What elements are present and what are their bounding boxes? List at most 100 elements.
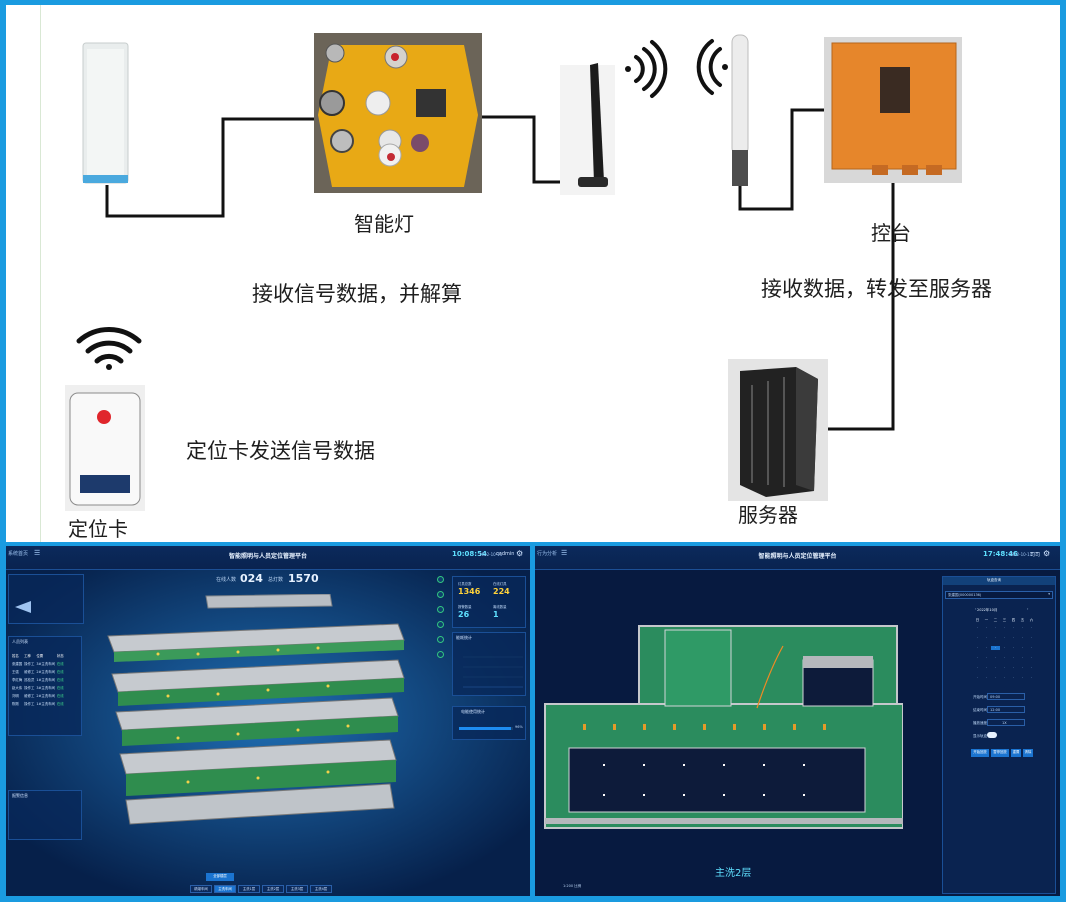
gear-icon[interactable]: ⚙ (1043, 549, 1051, 558)
right-page-title: 智能照明与人员定位管理平台 (758, 553, 837, 560)
calendar-day[interactable]: · (1030, 676, 1033, 680)
control-caption: 接收数据，转发至服务器 (761, 277, 992, 301)
right-nav[interactable]: 行为分析 (537, 551, 558, 557)
calendar-day[interactable]: · (1012, 626, 1015, 630)
chevron-down-icon: ▾ (1048, 592, 1050, 596)
total-label: 总灯数 (268, 577, 284, 583)
calendar-day[interactable]: · (985, 676, 988, 680)
floor-0 (125, 783, 395, 825)
calendar-day[interactable]: · (976, 666, 979, 670)
side-button-4[interactable] (437, 621, 444, 628)
menu-icon[interactable]: ☰ (561, 549, 568, 557)
side-button-6[interactable] (437, 651, 444, 658)
person-select[interactable]: 张建国(000000136) ▾ (945, 591, 1053, 599)
progress-text: 96% (515, 725, 523, 729)
calendar-day[interactable]: · (1012, 656, 1015, 660)
calendar-day[interactable]: · (1012, 646, 1015, 650)
calendar-day[interactable]: · (994, 636, 997, 640)
rubber-antenna-device (560, 63, 615, 195)
calendar-day[interactable]: · (976, 676, 979, 680)
menu-icon[interactable]: ☰ (34, 549, 41, 557)
table-cell: 在线 (56, 669, 64, 674)
calendar-day[interactable]: · (1030, 646, 1033, 650)
calendar-day[interactable]: · (1021, 676, 1024, 680)
end-time-input[interactable]: 12:00 (987, 706, 1025, 713)
calendar-prev-icon[interactable]: ‹ (975, 607, 977, 611)
stat-label-1: 在线灯具 (493, 582, 507, 586)
calendar-day[interactable]: · (1021, 626, 1024, 630)
calendar-day[interactable]: · (1021, 646, 1024, 650)
gear-icon[interactable]: ⚙ (516, 549, 524, 558)
wire-light-to-antenna (482, 115, 578, 184)
calendar-day[interactable]: · (985, 636, 988, 640)
side-button-5[interactable] (437, 636, 444, 643)
reset-button[interactable]: 重置 (1011, 749, 1021, 757)
calendar-day[interactable]: · (1003, 646, 1006, 650)
calendar-day[interactable]: · (1003, 666, 1006, 670)
calendar-day[interactable]: · (1012, 636, 1015, 640)
speed-select[interactable]: 1X (987, 719, 1025, 726)
wire-layer (65, 33, 962, 511)
side-button-2[interactable] (437, 591, 444, 598)
floor-tab-3[interactable]: 主洗2层 (262, 885, 284, 893)
floor-tab-4[interactable]: 主洗3层 (286, 885, 308, 893)
track-toggle[interactable] (987, 732, 997, 738)
wifi-card-icon (76, 327, 142, 370)
calendar-day[interactable]: · (1003, 656, 1006, 660)
floor-plan-map[interactable] (543, 624, 903, 830)
start-time-value: 09:00 (990, 695, 1001, 699)
all-floors-button[interactable]: 全部楼层 (206, 873, 234, 881)
calendar-day[interactable]: · (994, 676, 997, 680)
calendar-day[interactable]: · (994, 626, 997, 630)
calendar-day[interactable]: · (994, 656, 997, 660)
calendar-day[interactable]: · (976, 626, 979, 630)
calendar-day[interactable]: · (976, 646, 979, 650)
calendar-next-icon[interactable]: › (1027, 607, 1029, 611)
calendar-day[interactable]: · (994, 666, 997, 670)
left-user[interactable]: cadmin (496, 551, 515, 557)
floor-tab-0[interactable]: 精煤车间 (190, 885, 212, 893)
calendar-day[interactable]: · (991, 646, 1000, 650)
calendar-day[interactable]: · (976, 636, 979, 640)
calendar-day[interactable]: · (985, 656, 988, 660)
calendar-day[interactable]: · (985, 626, 988, 630)
side-button-3[interactable] (437, 606, 444, 613)
calendar-day[interactable]: · (1003, 626, 1006, 630)
calendar-day[interactable]: · (1030, 636, 1033, 640)
side-button-1[interactable] (437, 576, 444, 583)
calendar-day[interactable]: · (985, 646, 988, 650)
pause-button[interactable]: 暂停回放 (991, 749, 1009, 757)
calendar-day[interactable]: · (1021, 636, 1024, 640)
clear-button[interactable]: 清除 (1023, 749, 1033, 757)
whip-antenna-device (731, 34, 749, 186)
building-3d-model[interactable] (98, 594, 418, 834)
table-cell: 1#主洗车间 (36, 701, 55, 706)
floor-tab-1[interactable]: 主洗车间 (214, 885, 236, 893)
calendar-day[interactable]: · (1012, 676, 1015, 680)
calendar-day[interactable]: · (1003, 636, 1006, 640)
card-label: 定位卡 (68, 517, 128, 541)
calendar-day[interactable]: · (1030, 656, 1033, 660)
right-user[interactable]: 司司 (1030, 552, 1041, 558)
left-nav-home[interactable]: 系统首页 (8, 551, 29, 557)
table-cell: 操作工 (24, 685, 35, 690)
calendar-weekday: 一 (984, 618, 989, 622)
calendar-day[interactable]: · (1003, 676, 1006, 680)
calendar-day[interactable]: · (1030, 666, 1033, 670)
floor-tab-5[interactable]: 主洗4层 (310, 885, 332, 893)
calendar-day[interactable]: · (976, 656, 979, 660)
calendar-day[interactable]: · (1021, 656, 1024, 660)
start-time-input[interactable]: 09:00 (987, 693, 1025, 700)
floor-tab-2[interactable]: 主洗1层 (238, 885, 260, 893)
calendar-day[interactable]: · (985, 666, 988, 670)
play-button[interactable]: 开始回放 (971, 749, 989, 757)
calendar-day[interactable]: · (1030, 626, 1033, 630)
calendar-day[interactable]: · (1021, 666, 1024, 670)
calendar-day[interactable]: · (1012, 666, 1015, 670)
